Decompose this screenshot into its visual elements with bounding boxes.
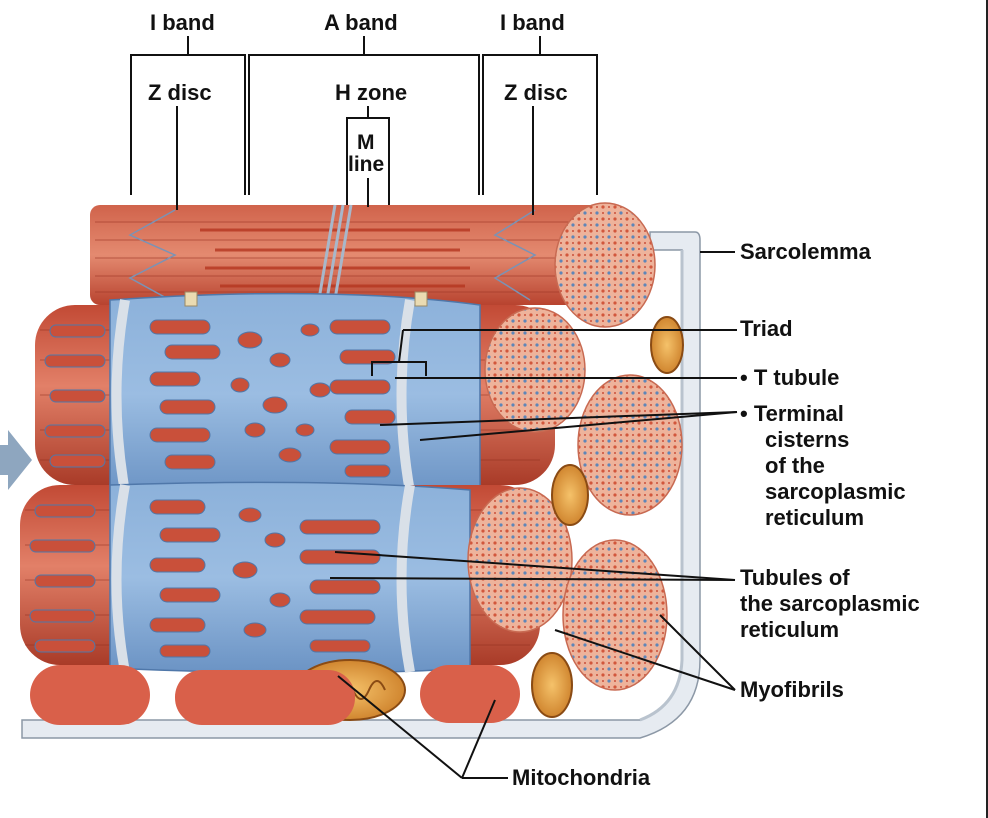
label-m-line-1: M [357, 131, 375, 154]
label-terminal-1: • Terminal [740, 401, 844, 426]
label-tubules-3: reticulum [740, 617, 840, 642]
label-tubules-2: the sarcoplasmic [740, 591, 920, 616]
label-triad: Triad [740, 316, 793, 341]
label-m-line-2: line [348, 153, 385, 176]
label-terminal-2: cisterns [765, 427, 850, 452]
label-a-band: A band [324, 10, 398, 35]
myofibril-top [90, 202, 656, 328]
label-mitochondria: Mitochondria [512, 765, 651, 790]
label-z-disc-left: Z disc [148, 80, 212, 105]
myofibril-cross-sections [467, 307, 683, 691]
label-terminal-3: of the [765, 453, 825, 478]
label-tubules-1: Tubules of [740, 565, 850, 590]
myofibril-bottom [20, 481, 540, 674]
label-h-zone: H zone [335, 80, 408, 105]
label-t-tubule: • T tubule [740, 365, 840, 390]
arrow-pointer [0, 430, 32, 490]
label-i-band-left: I band [150, 10, 215, 35]
label-terminal-5: reticulum [765, 505, 865, 530]
bottom-fibers [30, 665, 520, 725]
label-terminal-4: sarcoplasmic [765, 479, 906, 504]
sarcolemma-sheet [21, 231, 701, 739]
label-sarcolemma: Sarcolemma [740, 239, 871, 264]
label-myofibrils: Myofibrils [740, 677, 844, 702]
label-z-disc-right: Z disc [504, 80, 568, 105]
leader-lines [329, 251, 738, 779]
label-i-band-right: I band [500, 10, 565, 35]
myofibril-middle [35, 291, 555, 496]
band-brackets [130, 36, 598, 215]
